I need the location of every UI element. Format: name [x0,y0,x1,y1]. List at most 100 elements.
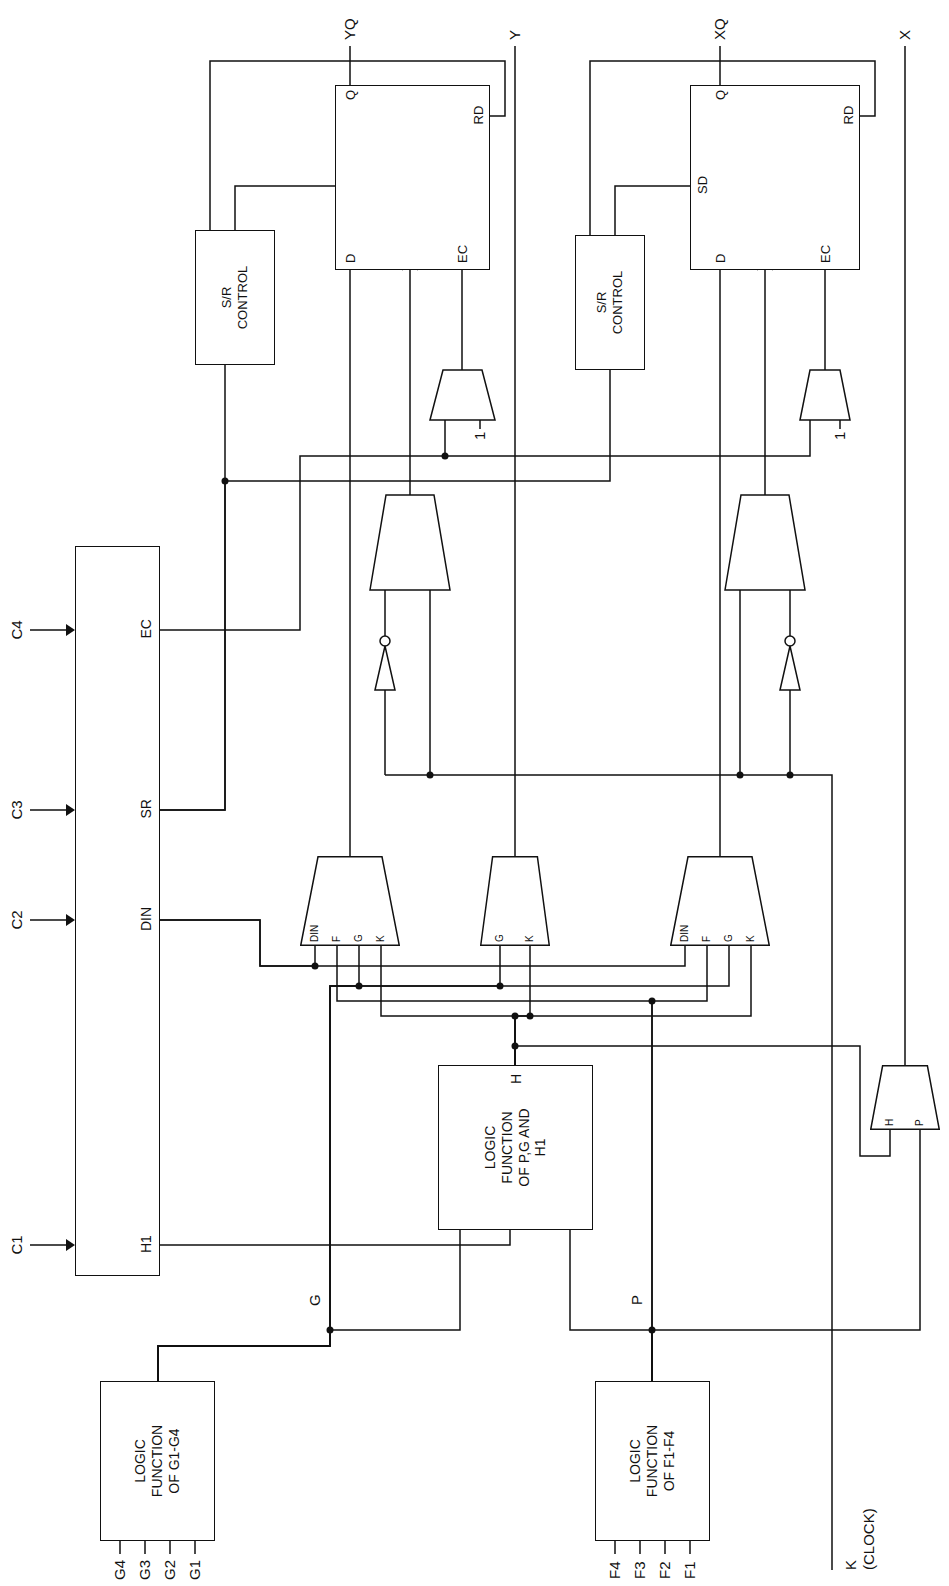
text-holder: H1 [138,1235,155,1253]
control-block: H1 DIN SR EC [75,546,160,1276]
box-text: LOGIC FUNCTION OF F1-F4 [627,1421,677,1501]
text-holder: EC [455,245,471,263]
sr-control-box: S/R CONTROL [575,235,645,370]
pin-name: D [343,254,359,263]
label-holder: YQ [341,18,359,40]
pin-name: EC [818,245,834,263]
multiplexer: DINFGK [300,856,400,946]
signal-label: P [628,1295,646,1305]
wire [615,186,690,235]
text-holder: K [524,935,536,942]
text-holder: DIN [309,925,321,942]
signal-label: C3 [8,800,26,819]
text-holder: K [745,935,757,942]
input-name: P [914,1119,926,1126]
input-name: F [331,936,343,942]
input-name: K [745,935,757,942]
signal-label: F2 [656,1561,674,1579]
signal-label: G3 [136,1560,154,1580]
text-area: LOGIC FUNCTION OF P,G AND H1 [439,1066,592,1229]
signal-label: F3 [631,1561,649,1579]
label-holder: C1 [8,1235,26,1254]
text-holder: G [723,934,735,942]
logic-function-box: LOGIC FUNCTION OF G1-G4 [100,1381,215,1541]
logic-function-box: LOGIC FUNCTION OF F1-F4 [595,1381,710,1541]
wire [652,946,707,1381]
multiplexer: GK [480,856,550,946]
label-holder: F4 [606,1561,624,1579]
mux-outline [480,856,550,946]
label-holder: 1 [831,432,849,440]
wire [515,946,751,1065]
text-holder: Q [343,90,359,100]
label-holder: G2 [161,1560,179,1580]
wire [160,920,315,966]
input-name: DIN [679,925,691,942]
pin-name: RD [471,106,487,125]
text-holder: EC [138,619,155,638]
flip-flop: DSDQECRD [690,85,860,270]
wire [158,946,359,1381]
text-area: S/R CONTROL [576,236,644,369]
wire [160,1230,510,1245]
mux-outline [870,1065,940,1130]
signal-label: 1 [831,432,849,440]
label-holder: X [896,30,914,40]
label-holder: Y [506,30,524,40]
text-holder: RD [471,106,487,125]
text-holder: RD [841,106,857,125]
text-holder: F [331,936,343,942]
signal-label: 1 [471,432,489,440]
box-text: S/R CONTROL [219,263,250,333]
signal-name: EC [138,619,155,638]
signal-label: G4 [111,1560,129,1580]
signal-label: K (CLOCK) [842,1500,878,1570]
signal-label: YQ [341,18,359,40]
box-text: LOGIC FUNCTION OF G1-G4 [132,1421,182,1501]
wire [158,1230,460,1381]
signal-label: Y [506,30,524,40]
text-holder: DIN [138,907,155,931]
wire [349,270,351,856]
multiplexer: HP [870,1065,940,1130]
text-holder: Q [713,90,729,100]
wire [235,186,335,230]
signal-label: G [306,1294,324,1306]
text-holder: SR [138,799,155,818]
signal-label: C1 [8,1235,26,1254]
multiplexer: DIN F G K [670,856,770,946]
pin-name: EC [455,245,471,263]
wire [337,946,652,1381]
box-text: LOGIC FUNCTION OF P,G AND H1 [482,1108,549,1188]
text-holder: D [713,254,729,263]
wire [515,946,530,1065]
pin-name: Q [713,90,729,100]
label-holder: G3 [136,1560,154,1580]
wire [652,1130,920,1381]
wire [160,365,225,810]
text-holder: D [343,254,359,263]
label-holder: 1 [471,432,489,440]
pin-name: RD [841,106,857,125]
input-name: G [353,934,365,942]
text-area: S/R CONTROL [196,231,274,364]
text-holder: H [508,1074,525,1084]
text-holder: H [884,1119,896,1126]
wire [160,370,610,810]
text-holder: G [494,934,506,942]
input-name: F [701,936,713,942]
label-holder: C4 [8,620,26,639]
pin-name: D [713,254,729,263]
text-holder: EC [818,245,834,263]
input-name: G [723,934,735,942]
input-name: H [884,1119,896,1126]
label-holder: G4 [111,1560,129,1580]
label-holder: G1 [186,1560,204,1580]
text-holder: P [914,1119,926,1126]
text-holder: F [701,936,713,942]
signal-label: G2 [161,1560,179,1580]
input-name: K [524,935,536,942]
text-area: LOGIC FUNCTION OF G1-G4 [101,1382,214,1540]
wire [719,270,721,856]
label-holder: F3 [631,1561,649,1579]
